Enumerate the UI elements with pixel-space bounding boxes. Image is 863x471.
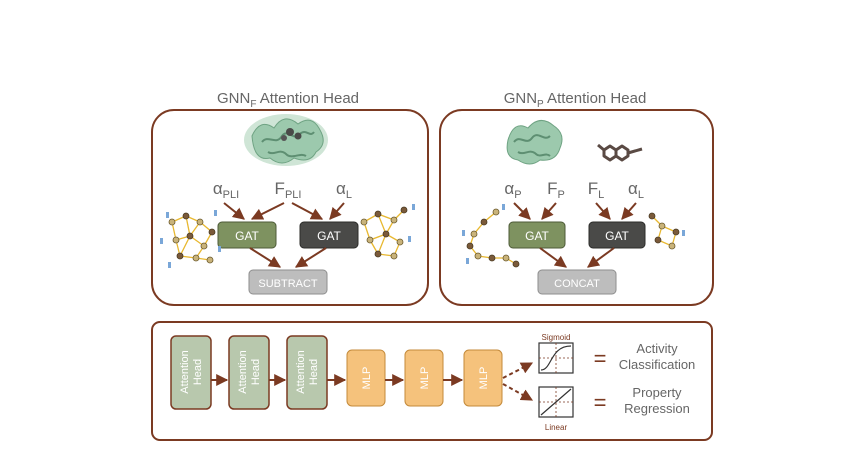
ligand-graph-nodes [360,204,415,260]
gat-box-ligand: GAT [588,221,646,249]
mlp-2-label: MLP [419,367,431,390]
linear-label: Linear [545,423,568,432]
sigmoid-label: Sigmoid [542,333,571,342]
attention-head-1-line1: Attention [179,350,191,393]
sigmoid-plot-icon [538,342,574,374]
panel-f-title: GNNF Attention Head [217,90,359,110]
mlp-2: MLP [404,349,444,407]
input-f-pli: FPLI [275,179,302,201]
gat-left-label: GAT [235,229,259,243]
gat-ligand-label: GAT [605,229,629,243]
concat-box: CONCAT [537,269,617,295]
output-property-line2: Regression [624,401,690,416]
subtract-label: SUBTRACT [258,278,318,290]
attention-head-2: Attention Head [228,335,270,410]
mlp-3-label: MLP [478,367,490,390]
output-activity-line2: Classification [619,357,696,372]
attention-head-2-line2: Head [250,359,262,385]
ligand-molecule-image [597,143,643,162]
subtract-box: SUBTRACT [248,269,328,295]
attention-head-1-line2: Head [192,359,204,385]
mlp-3: MLP [463,349,503,407]
input-f-p: FP [547,179,565,201]
panel-p-title: GNNP Attention Head [504,90,647,110]
pipeline-frame [151,321,713,441]
panel-gnn-p: GNNP Attention Head αP FP FL αL GAT [439,90,714,306]
linear-plot-icon [538,386,574,418]
input-alpha-l: αL [336,179,352,201]
complex-graph-nodes [160,210,221,268]
input-alpha-pli: αPLI [213,179,239,201]
attention-head-3-line1: Attention [295,350,307,393]
concat-label: CONCAT [554,278,600,290]
ligand-small-graph-nodes [648,212,685,250]
output-activity-line1: Activity [636,341,678,356]
protein-graph-nodes [462,204,520,268]
panel-p-frame [439,109,714,306]
panel-gnn-f: GNNF Attention Head αPLI FPLI αL GAT GA [151,90,429,306]
attention-head-2-line1: Attention [237,350,249,393]
protein-image [506,120,563,165]
attention-head-1: Attention Head [170,335,212,410]
mlp-1-label: MLP [361,367,373,390]
panel-f-frame [151,109,429,306]
gat-box-left: GAT [217,221,277,249]
input-alpha-l-p: αL [628,179,644,201]
output-property-line1: Property [632,385,682,400]
gat-box-right: GAT [299,221,359,249]
mlp-1: MLP [346,349,386,407]
equals-top: = [594,346,607,371]
gat-right-label: GAT [317,229,341,243]
gat-box-protein: GAT [508,221,566,249]
protein-ligand-complex-image [244,114,328,166]
input-alpha-p: αP [504,179,521,201]
equals-bottom: = [594,390,607,415]
input-f-l: FL [588,179,605,201]
pipeline-panel: Attention Head Attention Head Attention … [151,321,713,441]
attention-head-3: Attention Head [286,335,328,410]
gat-protein-label: GAT [525,229,549,243]
attention-head-3-line2: Head [308,359,320,385]
